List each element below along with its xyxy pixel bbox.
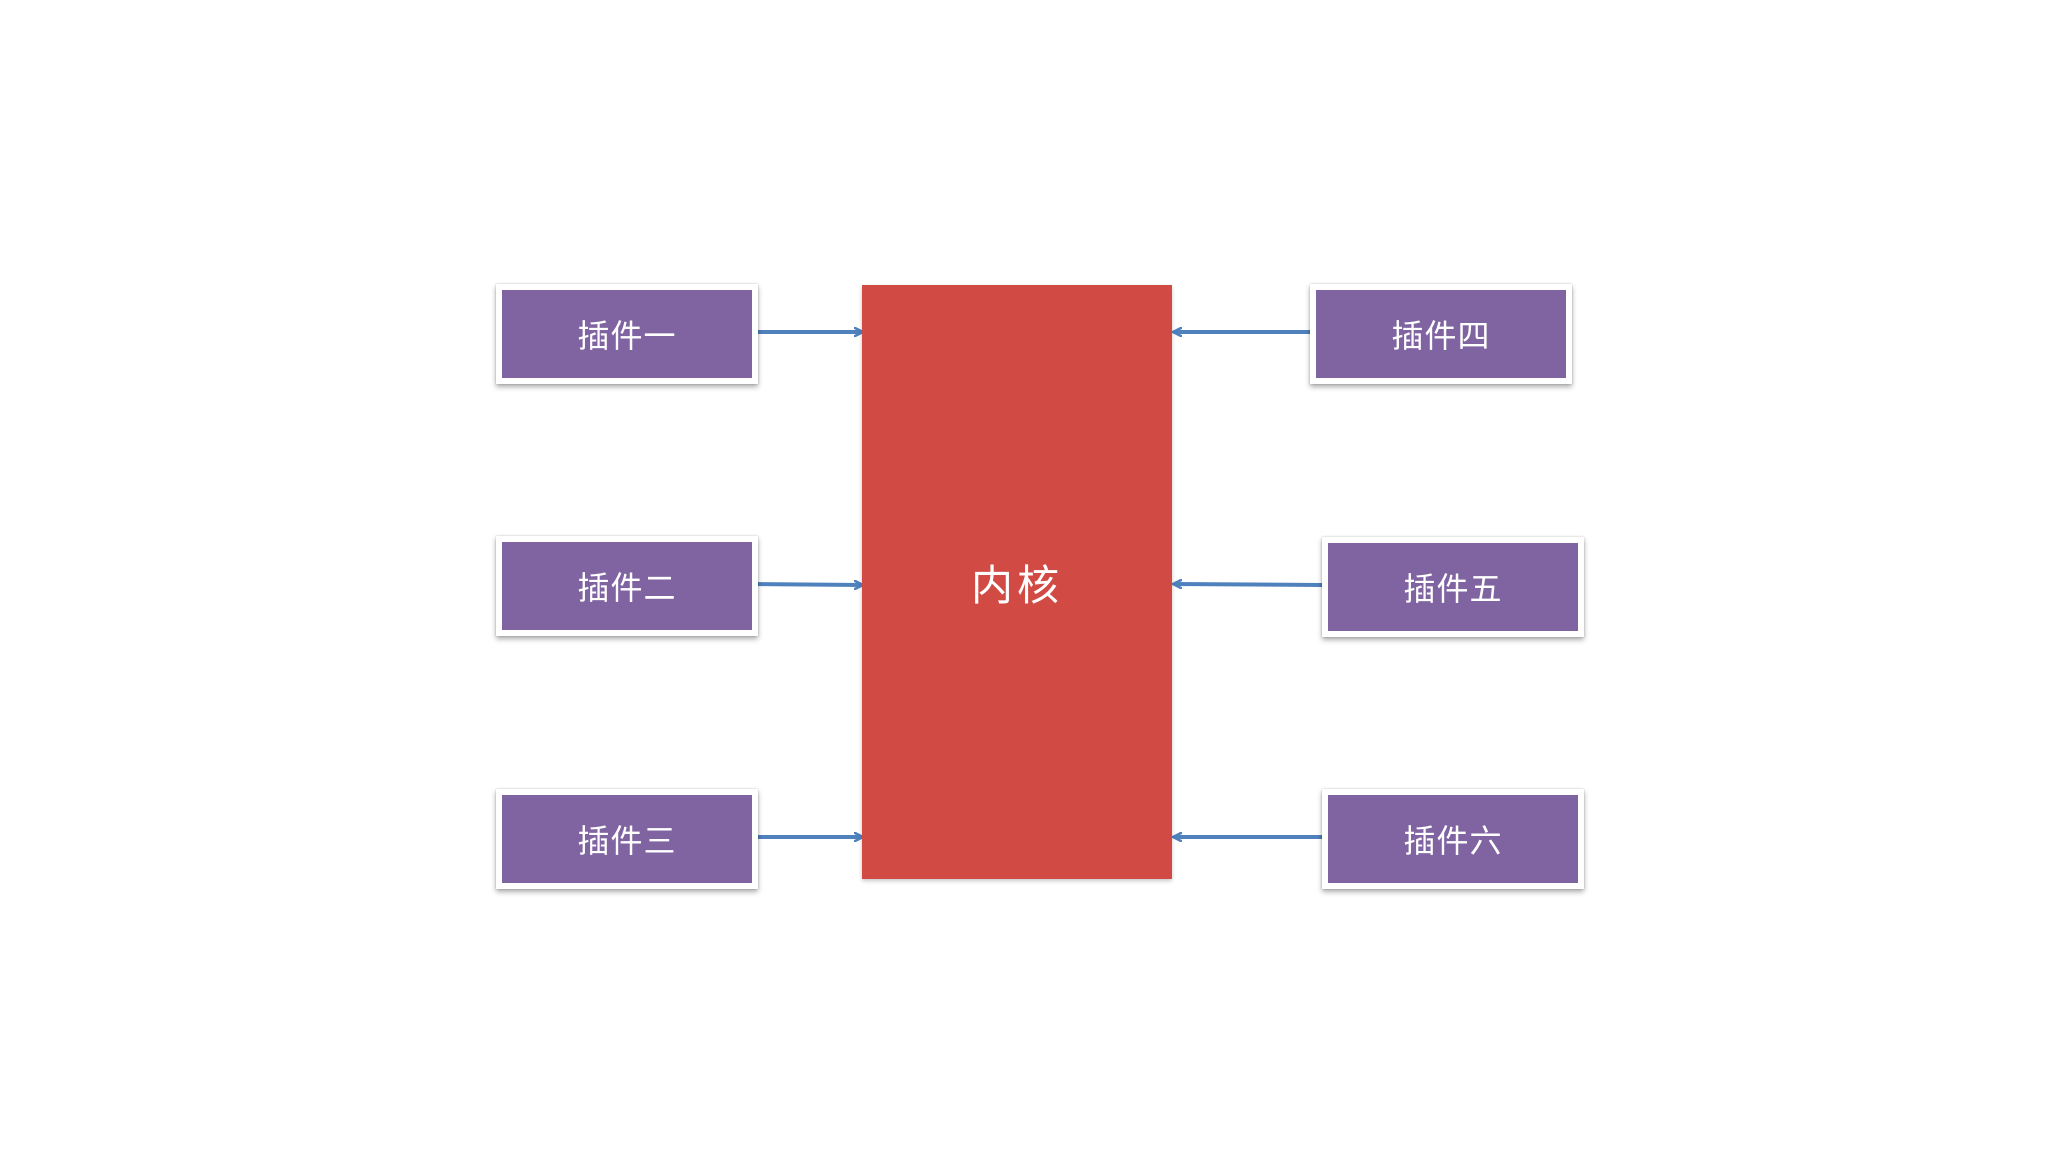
- plugin-label: 插件六: [1403, 822, 1503, 860]
- kernel-label: 内核: [970, 560, 1063, 610]
- kernel-box: 内核: [862, 285, 1172, 879]
- plugin-label: 插件四: [1391, 317, 1491, 355]
- plugin-label: 插件三: [577, 822, 677, 860]
- plugin-box-6: 插件六: [1322, 789, 1584, 889]
- plugin-box-1: 插件一: [496, 284, 758, 384]
- plugin-box-5: 插件五: [1322, 537, 1584, 637]
- plugin-label: 插件五: [1403, 570, 1503, 608]
- arrow-plugin2-to-kernel: [751, 584, 862, 585]
- plugin-box-3: 插件三: [496, 789, 758, 889]
- plugin-box-4: 插件四: [1310, 284, 1572, 384]
- arrow-plugin5-to-kernel: [1174, 584, 1323, 585]
- plugin-box-2: 插件二: [496, 536, 758, 636]
- plugin-label: 插件二: [577, 569, 677, 607]
- plugin-label: 插件一: [577, 317, 677, 355]
